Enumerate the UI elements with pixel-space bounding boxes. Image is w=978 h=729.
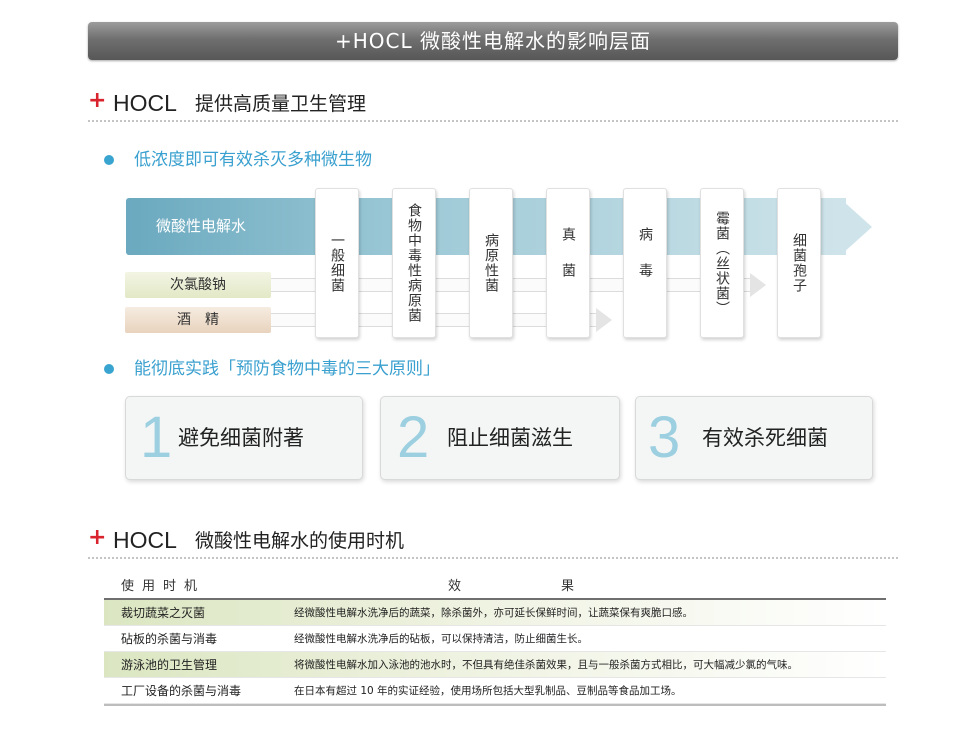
section-hocl-label: HOCL — [113, 90, 177, 116]
usage-table: 使用时机 效果 裁切蔬菜之灭菌 经微酸性电解水洗净后的蔬菜，除杀菌外，亦可延长保… — [104, 570, 886, 706]
table-row: 裁切蔬菜之灭菌 经微酸性电解水洗净后的蔬菜，除杀菌外，亦可延长保鲜时间，让蔬菜保… — [104, 600, 886, 626]
row-effect: 将微酸性电解水加入泳池的池水时，不但具有绝佳杀菌效果，且与一般杀菌方式相比，可大… — [294, 659, 798, 671]
table-bottom-rule — [104, 704, 886, 706]
microbe-card: 食物中毒性病原菌 — [392, 188, 436, 338]
bullet-dot-icon — [104, 155, 114, 165]
section-title: 提供高质量卫生管理 — [195, 93, 367, 115]
bullet-dot-icon — [104, 364, 114, 374]
section-title: 微酸性电解水的使用时机 — [195, 530, 405, 552]
principle-number: 3 — [648, 405, 681, 470]
microbe-card: 一般细菌 — [315, 188, 359, 338]
row-usage: 工厂设备的杀菌与消毒 — [121, 684, 242, 698]
row-usage: 砧板的杀菌与消毒 — [121, 632, 218, 646]
principle-card: 2 阻止细菌滋生 — [380, 396, 620, 480]
row-effect: 在日本有超过 10 年的实证经验，使用场所包括大型乳制品、豆制品等食品加工场。 — [294, 685, 682, 697]
microbe-card: 霉菌（丝状菌） — [700, 188, 744, 338]
sodium-hypochlorite-arrow-head — [750, 273, 766, 297]
microbe-card: 病毒 — [623, 188, 667, 338]
principle-number: 1 — [140, 405, 173, 470]
principle-text: 有效杀死细菌 — [702, 426, 828, 450]
principle-text: 避免细菌附著 — [178, 426, 304, 450]
main-arrow-label: 微酸性电解水 — [155, 217, 246, 235]
row-effect: 经微酸性电解水洗净后的蔬菜，除杀菌外，亦可延长保鲜时间，让蔬菜保有爽脆口感。 — [294, 607, 693, 619]
row-effect: 经微酸性电解水洗净后的砧板，可以保持清洁，防止细菌生长。 — [294, 633, 588, 645]
table-header: 使用时机 效果 — [104, 570, 886, 598]
dotted-divider — [88, 557, 898, 559]
alcohol-arrow-head — [596, 308, 612, 332]
plus-icon: + — [88, 88, 107, 113]
table-row: 游泳池的卫生管理 将微酸性电解水加入泳池的池水时，不但具有绝佳杀菌效果，且与一般… — [104, 652, 886, 678]
principle-card: 3 有效杀死细菌 — [635, 396, 873, 480]
principle-text: 阻止细菌滋生 — [447, 426, 573, 450]
table-top-rule — [104, 598, 886, 600]
section-header-quality: + HOCL 提供高质量卫生管理 — [88, 88, 898, 118]
microbe-card: 细菌孢子 — [777, 188, 821, 338]
table-row: 砧板的杀菌与消毒 经微酸性电解水洗净后的砧板，可以保持清洁，防止细菌生长。 — [104, 626, 886, 652]
bullet-text: 能彻底实践「预防食物中毒的三大原则」 — [134, 359, 440, 379]
plus-icon: + — [88, 525, 107, 550]
bullet-text: 低浓度即可有效杀灭多种微生物 — [134, 150, 372, 170]
header-effect: 效果 — [448, 579, 675, 594]
table-row: 工厂设备的杀菌与消毒 在日本有超过 10 年的实证经验，使用场所包括大型乳制品、… — [104, 678, 886, 704]
dotted-divider — [88, 120, 898, 122]
agent-alcohol: 酒 精 — [125, 307, 271, 333]
page-title-banner: +HOCL 微酸性电解水的影响层面 — [88, 22, 898, 60]
main-arrow-head — [842, 200, 872, 254]
row-usage: 裁切蔬菜之灭菌 — [121, 606, 206, 620]
row-usage: 游泳池的卫生管理 — [121, 658, 218, 672]
header-usage-timing: 使用时机 — [121, 579, 206, 594]
principle-card: 1 避免细菌附著 — [125, 396, 363, 480]
principle-number: 2 — [397, 405, 430, 470]
microbe-card: 真菌 — [546, 188, 590, 338]
section-header-usage: + HOCL 微酸性电解水的使用时机 — [88, 525, 898, 555]
section-hocl-label: HOCL — [113, 527, 177, 553]
agent-sodium-hypochlorite: 次氯酸钠 — [125, 272, 271, 298]
microbe-card: 病原性菌 — [469, 188, 513, 338]
